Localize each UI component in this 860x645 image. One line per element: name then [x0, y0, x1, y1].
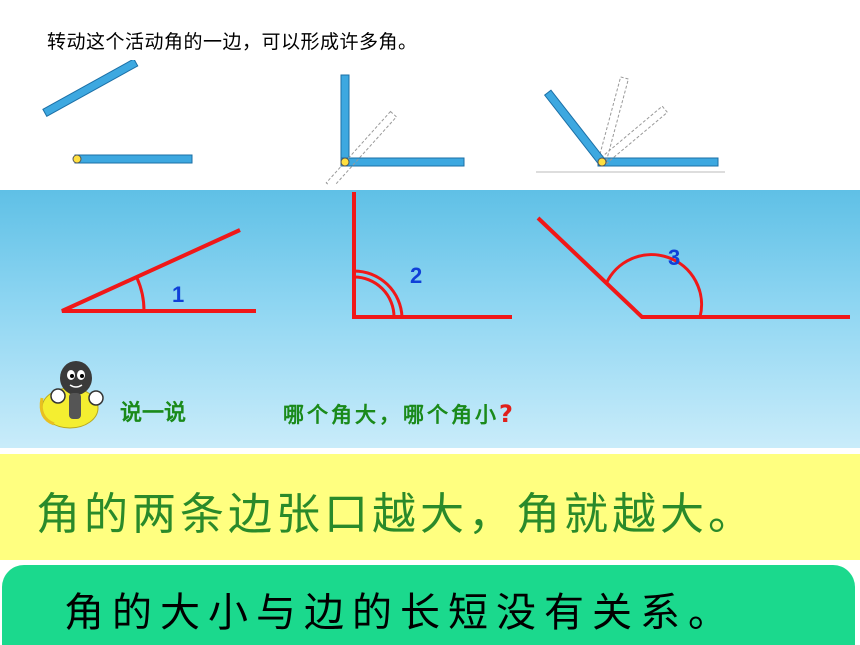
angle-3: 3 — [536, 216, 850, 319]
rule-side-length: 角的大小与边的长短没有关系。 — [64, 590, 736, 636]
angle-tool-right — [325, 74, 465, 185]
angle-label-2: 2 — [410, 263, 422, 288]
rule-band-green: 角的大小与边的长短没有关系。 — [2, 565, 855, 645]
rule-band-yellow: 角的两条边张口越大，角就越大。 — [0, 454, 860, 560]
question-body: 哪个角大，哪个角小 — [283, 403, 499, 427]
question-mark: ? — [499, 400, 516, 428]
angle-tool-acute — [42, 60, 193, 164]
say-it-label: 说一说 — [120, 401, 187, 426]
intro-text: 转动这个活动角的一边，可以形成许多角。 — [47, 31, 418, 53]
angles-comparison-panel: 1 2 3 说一说 哪个角大，哪个角小? — [0, 190, 860, 448]
question-text: 哪个角大，哪个角小? — [283, 399, 516, 429]
microphone-mascot-icon — [39, 361, 104, 429]
angle-2: 2 — [352, 192, 512, 319]
red-angles: 1 2 3 — [61, 192, 850, 319]
movable-angle-illustrations — [42, 60, 725, 185]
angle-label-3: 3 — [668, 245, 680, 270]
pivot-icon — [340, 157, 350, 167]
angle-label-1: 1 — [172, 282, 184, 307]
pivot-icon — [72, 154, 82, 164]
angle-tool-obtuse — [536, 76, 725, 173]
angle-1: 1 — [61, 228, 256, 313]
pivot-icon — [597, 157, 607, 167]
rule-opening-size: 角的两条边张口越大，角就越大。 — [36, 489, 756, 540]
